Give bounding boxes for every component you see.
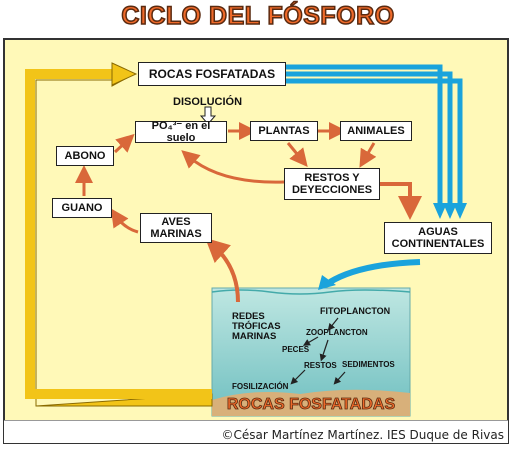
arrow-fito-zoo [327, 317, 339, 331]
zooplancton-label: ZOOPLANCTON [306, 328, 368, 337]
arrow-ocean-aves [205, 237, 240, 303]
aves-marinas-box: AVES MARINAS [140, 213, 212, 243]
arrow-zoo-restos [319, 339, 329, 362]
ocean-surface [211, 289, 411, 295]
rocas-fosfatadas-box: ROCAS FOSFATADAS [138, 62, 286, 86]
credit-text: ©César Martínez Martínez. IES Duque de R… [221, 428, 504, 442]
guano-box: GUANO [52, 198, 112, 218]
arrow-zoo-peces [302, 336, 319, 346]
arrow-aves-guano [111, 208, 139, 234]
diagram-title: CICLO DEL FÓSFORO [121, 1, 395, 31]
arrow-restos-fosil [290, 369, 306, 385]
rocas-fosfatadas-sediment-label: ROCAS FOSFATADAS [226, 396, 396, 414]
arrow-restos-po4 [181, 150, 285, 184]
blue-arrow-2 [286, 71, 453, 204]
arrow-restos-aguas [378, 182, 422, 220]
arrow-sed-fosil [333, 371, 346, 385]
sedimentos-label: SEDIMENTOS [342, 360, 395, 369]
arrow-plantas-restos [286, 142, 308, 167]
footer-bar [4, 420, 508, 443]
blue-arrow-ocean [328, 259, 421, 285]
aguas-continentales-box: AGUAS CONTINENTALES [384, 222, 492, 254]
fitoplancton-label: FITOPLANCTON [320, 306, 391, 316]
restos-label: RESTOS [304, 361, 337, 370]
arrow-animales-restos [359, 142, 377, 168]
arrow-abono-po4 [113, 133, 135, 154]
po4-box: PO₄³⁻ en el suelo [135, 120, 227, 144]
fosilizacion-label: FOSILIZACIÓN [232, 382, 289, 391]
disolucion-arrow [199, 106, 217, 125]
animales-box: ANIMALES [340, 121, 412, 141]
disolucion-label: DISOLUCIÓN [173, 96, 243, 108]
ocean-sediment [212, 389, 410, 416]
abono-box: ABONO [56, 146, 114, 166]
blue-arrow-1 [286, 64, 443, 204]
blue-arrow-3 [286, 78, 463, 204]
plantas-box: PLANTAS [250, 121, 318, 141]
restos-deyecciones-box: RESTOS Y DEYECCIONES [284, 168, 380, 200]
redes-troficas-label: REDES TRÓFICAS MARINAS [232, 311, 281, 342]
peces-label: PECES [282, 345, 310, 354]
